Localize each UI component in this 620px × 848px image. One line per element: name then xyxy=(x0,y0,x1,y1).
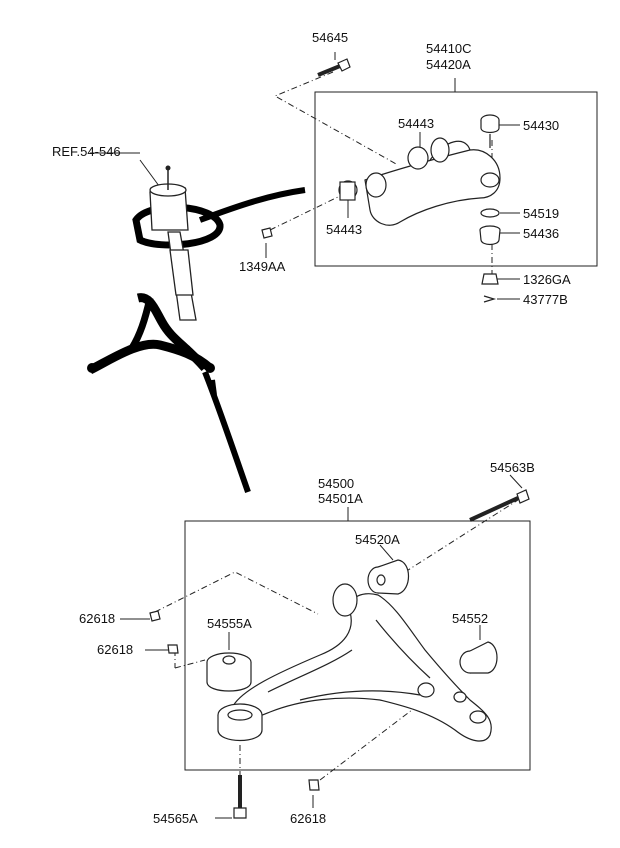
lower-arm-number-2[interactable]: 54501A xyxy=(318,491,363,506)
strut-assembly xyxy=(87,165,306,493)
upper-arm-shape xyxy=(261,58,501,303)
part-label-dust-cover[interactable]: 54436 xyxy=(523,226,560,241)
lower-arm-number-1[interactable]: 54500 xyxy=(318,476,355,491)
part-label-bushing-front[interactable]: 54443 xyxy=(326,222,363,237)
part-label-nut-62618-a[interactable]: 62618 xyxy=(79,611,116,626)
part-label-nut-1326ga[interactable]: 1326GA xyxy=(523,272,571,287)
part-label-nut-62618-b[interactable]: 62618 xyxy=(97,642,134,657)
part-label-bushing-rear[interactable]: 54443 xyxy=(398,116,435,131)
part-label-nut-62618-c[interactable]: 62618 xyxy=(290,811,327,826)
part-label-bolt-54563b[interactable]: 54563B xyxy=(490,460,535,475)
lower-arm-frame xyxy=(184,520,531,771)
ref-label[interactable]: REF.54-546 xyxy=(52,144,121,159)
part-label-bolt-54565a[interactable]: 54565A xyxy=(153,811,198,826)
part-label-bushing-54520a[interactable]: 54520A xyxy=(355,532,400,547)
upper-arm-number-2[interactable]: 54420A xyxy=(426,57,471,72)
part-label-snap-ring[interactable]: 54519 xyxy=(523,206,560,221)
part-label-nut-1349aa[interactable]: 1349AA xyxy=(239,259,286,274)
part-label-bushing-54552[interactable]: 54552 xyxy=(452,611,489,626)
part-label-bolt-54645[interactable]: 54645 xyxy=(312,30,349,45)
part-label-cotter-pin[interactable]: 43777B xyxy=(523,292,568,307)
part-label-bushing-54555a[interactable]: 54555A xyxy=(207,616,252,631)
part-label-ball-joint[interactable]: 54430 xyxy=(523,118,560,133)
upper-arm-number-1[interactable]: 54410C xyxy=(426,41,472,56)
lower-arm-shape xyxy=(149,489,530,819)
upper-arm-frame xyxy=(314,91,598,267)
